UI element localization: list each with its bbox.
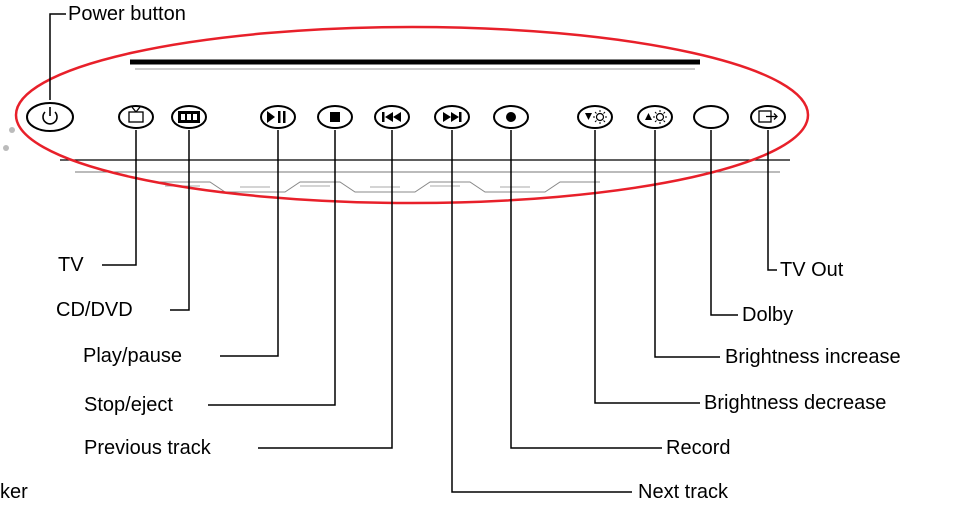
- label-brightness-increase: Brightness increase: [725, 346, 901, 368]
- tv-out-button[interactable]: [750, 105, 786, 129]
- disc-icon: [178, 111, 200, 123]
- power-button[interactable]: [26, 102, 74, 132]
- label-dolby: Dolby: [742, 304, 794, 326]
- edge-dots: [3, 127, 15, 151]
- label-next-track: Next track: [638, 481, 729, 503]
- play-pause-button[interactable]: [260, 105, 296, 129]
- label-tv: TV: [58, 254, 84, 276]
- label-power-button: Power button: [68, 3, 186, 25]
- label-previous-track: Previous track: [84, 437, 211, 459]
- next-track-icon: [443, 112, 462, 122]
- tv-out-icon: [758, 110, 778, 123]
- leader-lines: [49, 13, 777, 493]
- tv-icon: [128, 106, 144, 123]
- label-cd-dvd: CD/DVD: [56, 299, 133, 321]
- record-button[interactable]: [493, 105, 529, 129]
- previous-track-icon: [382, 112, 401, 122]
- stop-eject-button[interactable]: [317, 105, 353, 129]
- stop-icon: [330, 112, 340, 122]
- cd-dvd-button[interactable]: [171, 105, 207, 129]
- panel-body: [60, 159, 790, 193]
- label-tv-out: TV Out: [780, 259, 844, 281]
- label-record: Record: [666, 437, 731, 459]
- label-brightness-decrease: Brightness decrease: [704, 392, 887, 414]
- brightness-increase-icon: [645, 110, 667, 124]
- brightness-increase-button[interactable]: [637, 105, 673, 129]
- tv-button[interactable]: [118, 105, 154, 129]
- label-play-pause: Play/pause: [83, 345, 182, 367]
- label-stop-eject: Stop/eject: [84, 394, 173, 416]
- label-speaker-partial: ker: [0, 481, 28, 503]
- play-pause-icon: [267, 111, 286, 123]
- brightness-decrease-icon: [585, 110, 607, 124]
- power-icon: [42, 107, 58, 125]
- record-icon: [506, 112, 516, 122]
- next-track-button[interactable]: [434, 105, 470, 129]
- brightness-decrease-button[interactable]: [577, 105, 613, 129]
- previous-track-button[interactable]: [374, 105, 410, 129]
- highlight-ellipse: [14, 25, 810, 205]
- dolby-button[interactable]: [693, 105, 729, 129]
